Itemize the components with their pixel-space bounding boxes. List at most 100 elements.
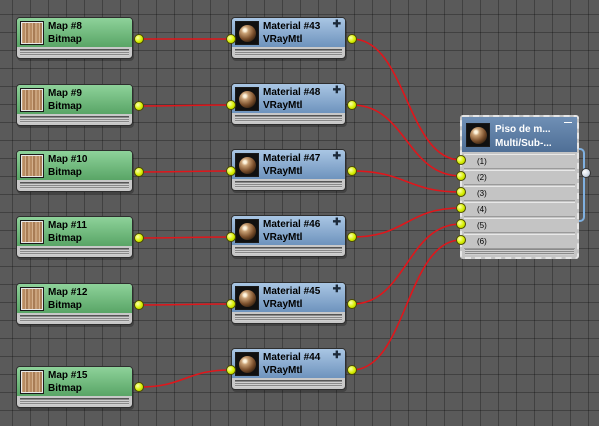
map-type: Bitmap <box>48 34 82 45</box>
material-name: Material #43 <box>263 21 321 32</box>
minus-icon[interactable] <box>564 122 572 123</box>
map-to-material-wire <box>138 303 232 306</box>
material-type: VRayMtl <box>263 166 303 177</box>
wood-texture-icon <box>20 220 44 244</box>
material-sphere-icon <box>235 352 259 376</box>
material-node-44[interactable]: Material #44 VRayMtl ✚ <box>231 348 346 390</box>
node-resize-grip[interactable] <box>20 116 129 123</box>
slot-1: (1) <box>464 154 575 169</box>
slot-socket-6[interactable] <box>456 235 466 245</box>
slot-socket-3[interactable] <box>456 187 466 197</box>
material-to-slot-wire <box>351 104 462 177</box>
output-socket[interactable] <box>134 167 144 177</box>
map-type: Bitmap <box>48 233 82 244</box>
map-name: Map #11 <box>48 220 87 231</box>
plus-icon[interactable]: ✚ <box>332 19 341 30</box>
slot-3: (3) <box>464 186 575 201</box>
wood-texture-icon <box>20 88 44 112</box>
plus-icon[interactable]: ✚ <box>332 151 341 162</box>
slot-socket-1[interactable] <box>456 155 466 165</box>
material-sphere-icon <box>235 153 259 177</box>
output-socket[interactable] <box>134 382 144 392</box>
material-name: Material #44 <box>263 352 321 363</box>
node-resize-grip[interactable] <box>20 315 129 322</box>
plus-icon[interactable]: ✚ <box>332 217 341 228</box>
slot-socket-4[interactable] <box>456 203 466 213</box>
material-to-slot-wire <box>351 223 462 305</box>
material-node-46[interactable]: Material #46 VRayMtl ✚ <box>231 215 346 257</box>
multi-output-socket[interactable] <box>581 168 591 178</box>
output-socket[interactable] <box>347 100 357 110</box>
plus-icon[interactable]: ✚ <box>332 350 341 361</box>
node-resize-grip[interactable] <box>235 314 342 321</box>
map-type: Bitmap <box>48 101 82 112</box>
map-node-10[interactable]: Map #10 Bitmap <box>16 150 133 192</box>
plus-icon[interactable]: ✚ <box>332 284 341 295</box>
output-tab <box>577 148 585 222</box>
material-type: VRayMtl <box>263 34 303 45</box>
node-resize-grip[interactable] <box>20 398 129 405</box>
material-node-47[interactable]: Material #47 VRayMtl ✚ <box>231 149 346 191</box>
output-socket[interactable] <box>134 233 144 243</box>
material-name: Material #45 <box>263 286 321 297</box>
slot-5: (5) <box>464 218 575 233</box>
map-name: Map #9 <box>48 88 82 99</box>
node-resize-grip[interactable] <box>20 248 129 255</box>
material-node-43[interactable]: Material #43 VRayMtl ✚ <box>231 17 346 59</box>
node-resize-grip[interactable] <box>20 182 129 189</box>
wood-texture-icon <box>20 370 44 394</box>
map-node-12[interactable]: Map #12 Bitmap <box>16 283 133 325</box>
map-to-material-wire <box>138 170 232 173</box>
material-to-slot-wire <box>351 170 462 193</box>
node-resize-grip[interactable] <box>20 49 129 56</box>
multi-type: Multi/Sub-... <box>495 138 552 149</box>
slot-socket-2[interactable] <box>456 171 466 181</box>
input-socket[interactable] <box>226 100 236 110</box>
output-socket[interactable] <box>134 101 144 111</box>
map-node-8[interactable]: Map #8 Bitmap <box>16 17 133 59</box>
node-resize-grip[interactable] <box>235 247 342 254</box>
output-socket[interactable] <box>347 365 357 375</box>
map-node-15[interactable]: Map #15 Bitmap <box>16 366 133 408</box>
material-to-slot-wire <box>351 207 462 238</box>
output-socket[interactable] <box>347 232 357 242</box>
wood-texture-icon <box>20 154 44 178</box>
slot-6: (6) <box>464 234 575 249</box>
output-socket[interactable] <box>347 34 357 44</box>
input-socket[interactable] <box>226 34 236 44</box>
map-type: Bitmap <box>48 383 82 394</box>
multi-name: Piso de m... <box>495 124 551 135</box>
map-name: Map #12 <box>48 287 88 298</box>
input-socket[interactable] <box>226 166 236 176</box>
node-resize-grip[interactable] <box>465 249 574 255</box>
node-resize-grip[interactable] <box>235 380 342 387</box>
map-node-9[interactable]: Map #9 Bitmap <box>16 84 133 126</box>
material-name: Material #47 <box>263 153 321 164</box>
slot-4: (4) <box>464 202 575 217</box>
input-socket[interactable] <box>226 299 236 309</box>
map-to-material-wire <box>138 104 232 107</box>
slot-socket-5[interactable] <box>456 219 466 229</box>
map-name: Map #8 <box>48 21 82 32</box>
output-socket[interactable] <box>347 299 357 309</box>
material-node-48[interactable]: Material #48 VRayMtl ✚ <box>231 83 346 125</box>
map-node-11[interactable]: Map #11 Bitmap <box>16 216 133 258</box>
map-to-material-wire <box>138 369 232 388</box>
material-type: VRayMtl <box>263 365 303 376</box>
input-socket[interactable] <box>226 232 236 242</box>
output-socket[interactable] <box>134 300 144 310</box>
material-to-slot-wire <box>351 239 462 371</box>
output-socket[interactable] <box>134 34 144 44</box>
node-resize-grip[interactable] <box>235 49 342 56</box>
material-sphere-icon <box>235 21 259 45</box>
material-node-45[interactable]: Material #45 VRayMtl ✚ <box>231 282 346 324</box>
input-socket[interactable] <box>226 365 236 375</box>
material-to-slot-wire <box>351 38 462 161</box>
slot-2: (2) <box>464 170 575 185</box>
node-resize-grip[interactable] <box>235 181 342 188</box>
node-resize-grip[interactable] <box>235 115 342 122</box>
material-sphere-icon <box>235 219 259 243</box>
multi-sub-material-node[interactable]: Piso de m... Multi/Sub-... (1) (2) (3) (… <box>460 115 579 259</box>
plus-icon[interactable]: ✚ <box>332 85 341 96</box>
output-socket[interactable] <box>347 166 357 176</box>
